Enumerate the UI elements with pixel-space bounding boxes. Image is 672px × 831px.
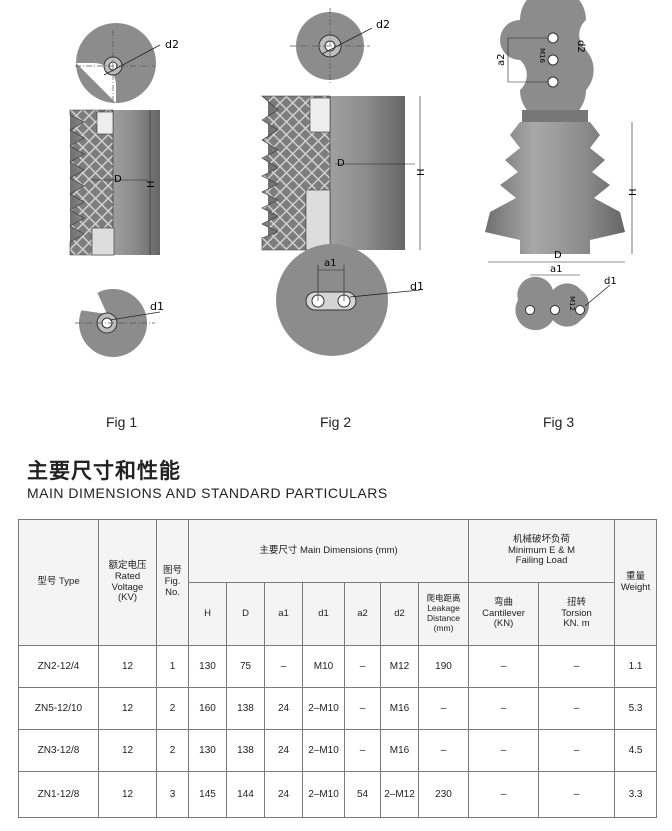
fig1-drawing: [69, 23, 161, 357]
fig3-label-d1: d1: [604, 276, 617, 287]
fig3-label-M16: M16: [538, 48, 546, 63]
fig2-label-D: D: [337, 158, 345, 169]
fig1-caption: Fig 1: [106, 414, 138, 430]
fig3-label-d2: d2: [575, 40, 586, 53]
fig3-label-a1: a1: [550, 264, 563, 275]
fig2-label-d1: d1: [410, 280, 424, 293]
fig1-label-D: D: [114, 174, 122, 185]
header-type: 型号 Type: [18, 519, 99, 646]
header-H: H: [188, 582, 227, 646]
fig2-label-H: H: [416, 168, 427, 176]
fig2-label-d2: d2: [376, 18, 390, 31]
section-title-cn: 主要尺寸和性能: [27, 459, 181, 483]
fig3-drawing: [485, 0, 633, 331]
fig3-label-M12: M12: [568, 296, 576, 311]
header-D: D: [226, 582, 265, 646]
drawings-area: d2 D H d1 d2 D H a1 d1 a2 d2 M16 D H a1 …: [69, 0, 639, 357]
fig3-label-H: H: [628, 188, 639, 196]
fig2-label-a1: a1: [324, 258, 337, 269]
header-a1: a1: [264, 582, 303, 646]
section-title-en: MAIN DIMENSIONS AND STANDARD PARTICULARS: [27, 485, 388, 501]
fig3-caption: Fig 3: [543, 414, 575, 430]
fig3-label-D: D: [554, 250, 562, 261]
fig1-label-d1: d1: [150, 300, 164, 313]
fig2-drawing: [261, 8, 421, 356]
fig3-label-a2: a2: [496, 54, 507, 67]
header-a2: a2: [344, 582, 381, 646]
header-d2: d2: [380, 582, 419, 646]
fig1-label-d2: d2: [165, 38, 179, 51]
fig1-label-H: H: [146, 180, 157, 188]
fig2-caption: Fig 2: [320, 414, 352, 430]
header-d1: d1: [302, 582, 345, 646]
header-main-dimensions: 主要尺寸 Main Dimensions (mm): [187, 519, 470, 583]
